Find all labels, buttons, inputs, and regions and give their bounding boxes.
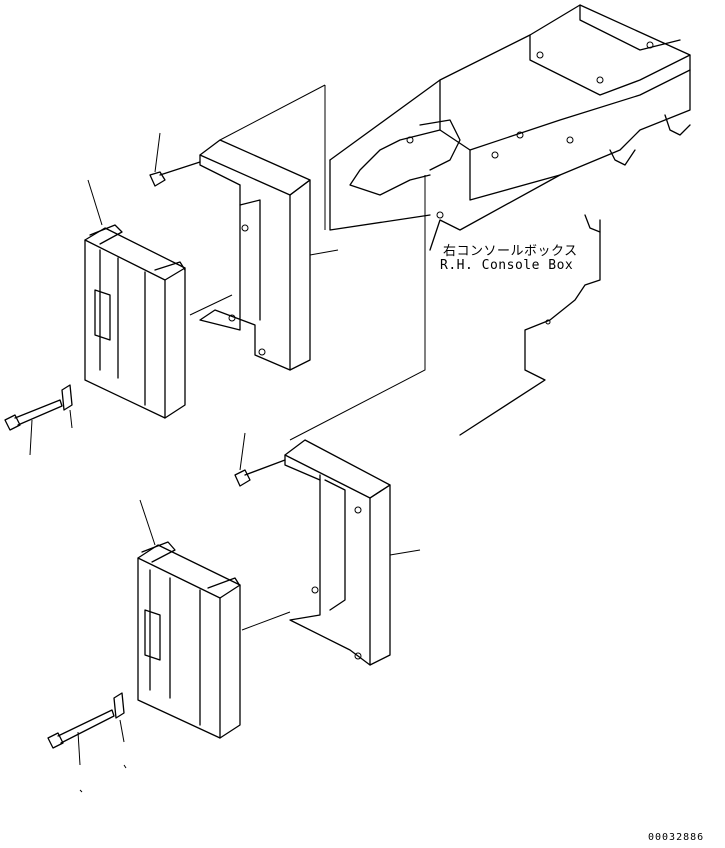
upper-cover [199, 139, 311, 371]
leader-line-center [289, 175, 426, 441]
lower-long-bolt [47, 692, 127, 793]
lower-cover-leader [389, 549, 421, 556]
lower-cover [284, 439, 391, 666]
upper-module-leader [189, 294, 233, 316]
console-box-outline [459, 214, 601, 436]
console-box-label-en: R.H. Console Box [440, 258, 574, 273]
lower-module [137, 499, 241, 739]
console-frame [329, 4, 691, 251]
console-box-label-jp: 右コンソールボックス [443, 244, 578, 259]
drawing-code: 00032886 [648, 832, 705, 843]
upper-module [84, 179, 186, 419]
lower-bolt [234, 432, 286, 487]
upper-cover-leader [309, 249, 339, 256]
upper-long-bolt [4, 384, 73, 456]
upper-bolt [149, 132, 201, 187]
leader-line-top [219, 84, 326, 141]
lower-module-leader [241, 611, 291, 631]
